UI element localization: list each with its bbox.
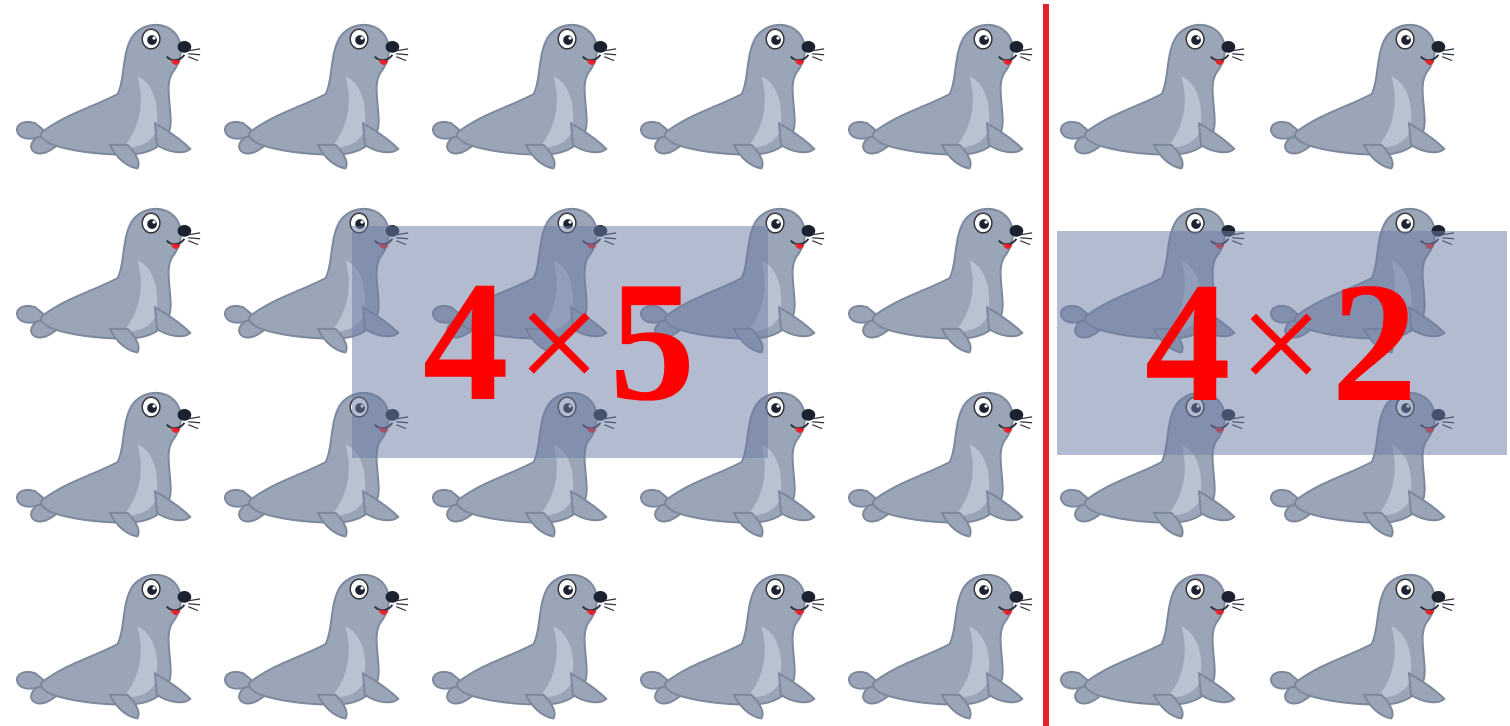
left-operator: × <box>517 260 604 426</box>
group-divider <box>1043 4 1049 726</box>
seal-icon <box>424 556 620 726</box>
right-operator: × <box>1239 261 1326 427</box>
seal-icon <box>632 6 828 176</box>
right-expression: 4×2 <box>1145 257 1420 429</box>
right-factor-b: 2 <box>1331 248 1419 438</box>
seal-icon <box>8 6 204 176</box>
seal-icon <box>840 374 1036 544</box>
seal-icon <box>1052 556 1248 726</box>
seal-icon <box>216 6 412 176</box>
right-expression-panel: 4×2 <box>1057 231 1507 455</box>
seal-icon <box>8 374 204 544</box>
seal-icon <box>840 556 1036 726</box>
seal-icon <box>424 6 620 176</box>
left-factor-b: 5 <box>609 247 697 437</box>
left-expression-panel: 4×5 <box>352 226 768 458</box>
seal-icon <box>8 190 204 360</box>
right-factor-a: 4 <box>1145 248 1233 438</box>
seal-icon <box>840 6 1036 176</box>
seal-icon <box>1262 556 1458 726</box>
left-factor-a: 4 <box>423 247 511 437</box>
seal-icon <box>8 556 204 726</box>
left-expression: 4×5 <box>423 256 698 428</box>
seal-icon <box>1262 6 1458 176</box>
seal-icon <box>840 190 1036 360</box>
seal-icon <box>216 556 412 726</box>
seal-icon <box>1052 6 1248 176</box>
seal-icon <box>632 556 828 726</box>
